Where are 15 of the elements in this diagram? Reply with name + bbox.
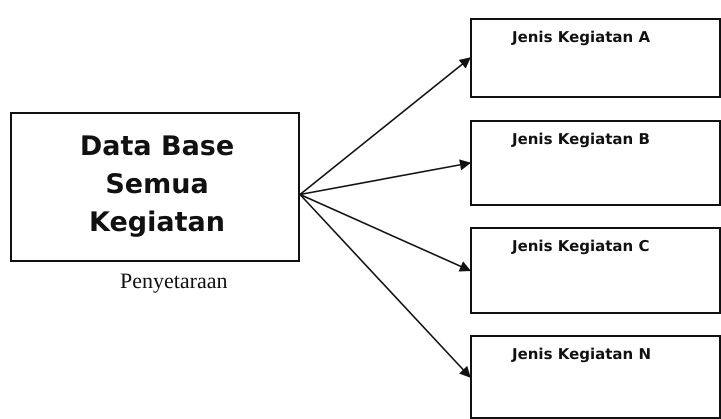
arrow (300, 194, 472, 272)
arrow (300, 57, 471, 196)
box-label: Jenis Kegiatan A (512, 28, 650, 46)
arrow (299, 194, 471, 378)
activity-box (470, 227, 721, 314)
box-label: Jenis Kegiatan N (512, 345, 652, 363)
activity-box (470, 18, 721, 98)
box-title: Data Base Semua Kegiatan (78, 130, 236, 240)
box-label: Jenis Kegiatan C (512, 237, 650, 255)
box-label: Jenis Kegiatan B (512, 130, 650, 148)
activity-box (470, 120, 721, 206)
caption-fragment: Penyetaraan (120, 268, 228, 294)
database-box (10, 112, 300, 262)
activity-box (470, 335, 721, 419)
arrow (300, 159, 472, 196)
